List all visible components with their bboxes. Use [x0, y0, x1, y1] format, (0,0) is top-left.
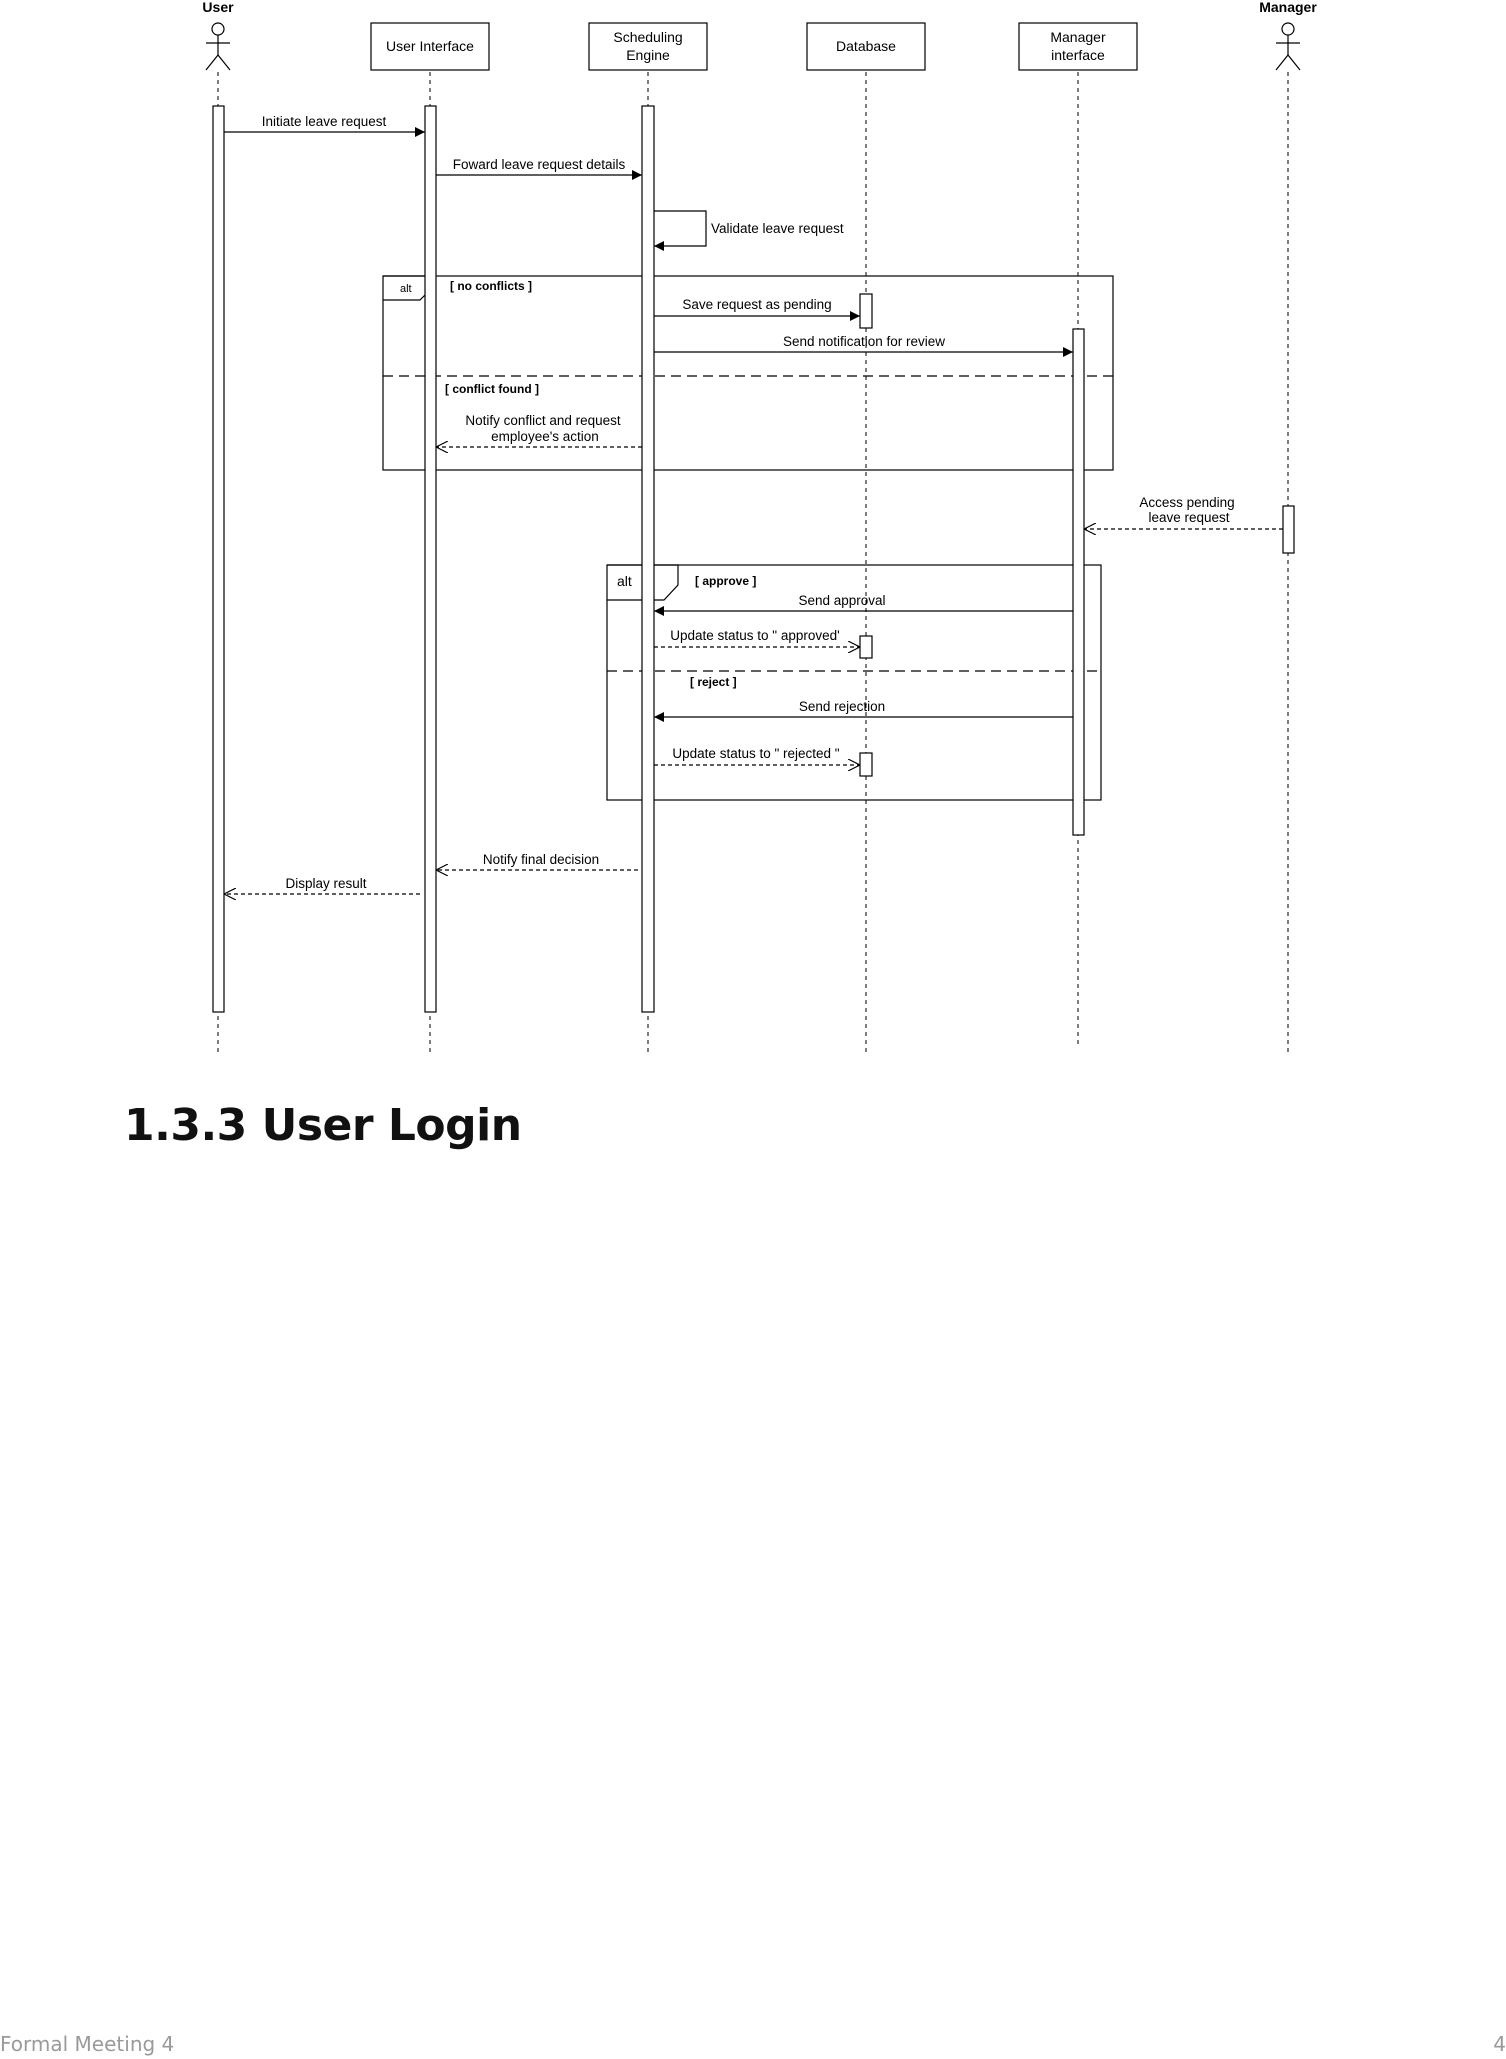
- message-update-rejected: Update status to " rejected ": [654, 746, 860, 765]
- participant-engine-label-2: Engine: [626, 47, 670, 63]
- message-send-rejection: Send rejection: [654, 699, 1073, 722]
- activation-bars: [212, 105, 1295, 1013]
- message-label: Update status to " rejected ": [672, 746, 839, 761]
- message-send-notification: Send notification for review: [654, 334, 1073, 357]
- message-access-pending: Access pending leave request: [1084, 495, 1283, 529]
- participant-database: Database: [806, 22, 926, 71]
- message-forward-details: Foward leave request details: [436, 157, 642, 180]
- activation-db-2: [859, 635, 873, 659]
- activation-user: [212, 105, 225, 1013]
- participant-ui-label: User Interface: [386, 38, 474, 54]
- actor-user-label: User: [202, 0, 234, 15]
- message-label: Display result: [285, 876, 366, 891]
- message-validate-self: Validate leave request: [654, 210, 844, 251]
- participant-user-interface: User Interface: [370, 22, 490, 71]
- message-label-line1: Access pending: [1139, 495, 1234, 510]
- message-label: Notify final decision: [483, 852, 599, 867]
- sequence-diagram: User Manager User Interface Scheduling E…: [202, 0, 1317, 1055]
- lifelines: [217, 72, 1289, 1055]
- activation-ui: [424, 105, 437, 1013]
- message-notify-final-decision: Notify final decision: [436, 852, 638, 870]
- activation-db-1: [859, 293, 873, 329]
- actor-manager-figure: [1275, 22, 1301, 71]
- activation-engine: [641, 105, 655, 1013]
- message-label: Send rejection: [799, 699, 885, 714]
- alt-1-guard-conflict-found: [ conflict found ]: [445, 382, 539, 396]
- participant-manager-interface: Manager interface: [1018, 22, 1138, 71]
- participant-mgr-label-1: Manager: [1050, 29, 1106, 45]
- actor-user: User: [202, 0, 234, 71]
- participant-engine-label-1: Scheduling: [613, 29, 682, 45]
- message-initiate-leave-request: Initiate leave request: [224, 114, 425, 137]
- alt-1-label: alt: [400, 283, 412, 295]
- message-label: Foward leave request details: [453, 157, 626, 172]
- section-heading: 1.3.3 User Login: [124, 1100, 522, 1151]
- footer-page-number: 4: [1493, 2032, 1506, 2056]
- participant-scheduling-engine: Scheduling Engine: [588, 22, 708, 71]
- message-label: Validate leave request: [711, 221, 844, 236]
- actor-user-figure: [205, 22, 231, 71]
- alt-1-guard-no-conflicts: [ no conflicts ]: [450, 279, 532, 293]
- message-label: Send notification for review: [783, 334, 945, 349]
- message-label-line1: Notify conflict and request: [465, 413, 621, 428]
- alt-2-guard-approve: [ approve ]: [695, 574, 756, 588]
- message-label: Send approval: [798, 593, 885, 608]
- message-display-result: Display result: [224, 876, 420, 894]
- message-save-pending: Save request as pending: [654, 297, 860, 321]
- activation-manager: [1282, 505, 1295, 554]
- message-label-line2: leave request: [1148, 510, 1229, 525]
- message-label-line2: employee's action: [491, 429, 599, 444]
- alt-2-guard-reject: [ reject ]: [690, 675, 737, 689]
- participant-mgr-label-2: interface: [1051, 47, 1105, 63]
- actor-manager: Manager: [1259, 0, 1317, 71]
- activation-db-3: [859, 752, 873, 777]
- message-notify-conflict: Notify conflict and request employee's a…: [436, 413, 642, 447]
- message-label: Save request as pending: [682, 297, 831, 312]
- message-update-approved: Update status to " approved': [654, 628, 860, 647]
- alt-2-label: alt: [617, 573, 632, 589]
- message-label: Update status to " approved': [670, 628, 839, 643]
- participant-db-label: Database: [836, 38, 896, 54]
- message-send-approval: Send approval: [654, 593, 1073, 616]
- actor-manager-label: Manager: [1259, 0, 1317, 15]
- message-label: Initiate leave request: [262, 114, 387, 129]
- activation-mgr: [1072, 328, 1085, 836]
- footer-document-title: Formal Meeting 4: [0, 2032, 175, 2056]
